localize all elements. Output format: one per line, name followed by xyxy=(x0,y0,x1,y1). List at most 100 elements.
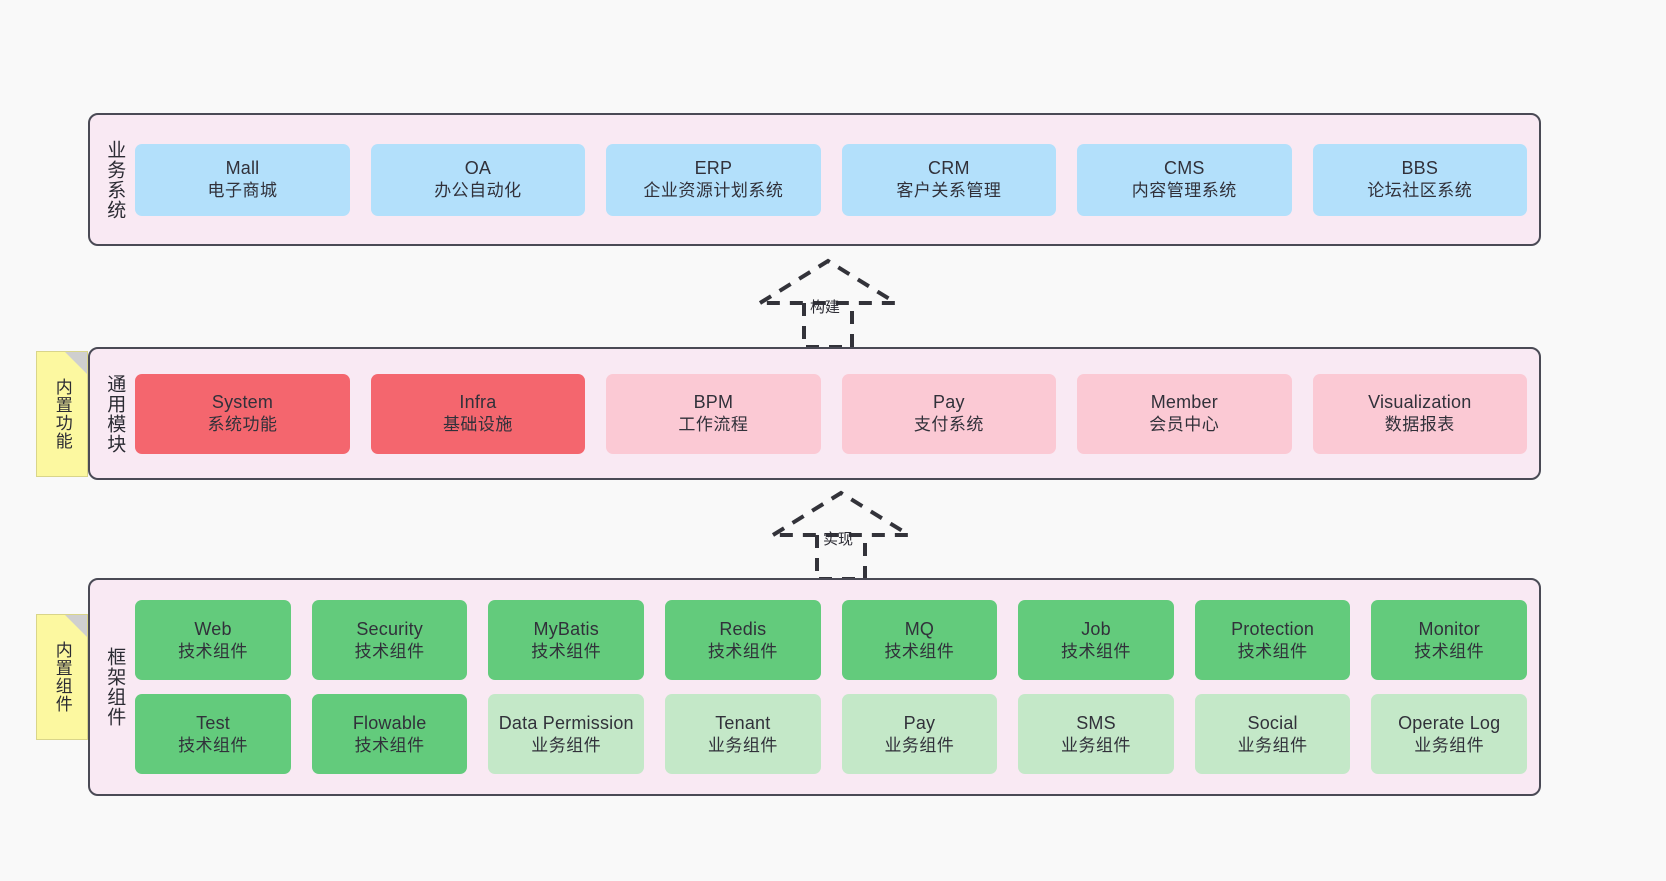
module-infra[interactable]: Infra 基础设施 xyxy=(370,373,586,454)
module-infra-en: Infra xyxy=(459,392,497,413)
component-security[interactable]: Security 技术组件 xyxy=(311,600,468,680)
component-job-en: Job xyxy=(1081,618,1111,639)
module-mall[interactable]: Mall 电子商城 xyxy=(135,143,350,216)
component-job[interactable]: Job 技术组件 xyxy=(1018,600,1174,680)
module-oa-en: OA xyxy=(464,158,492,179)
component-sms[interactable]: SMS 业务组件 xyxy=(1018,694,1174,774)
module-member-cn: 会员中心 xyxy=(1149,415,1220,435)
component-monitor-cn: 技术组件 xyxy=(1414,641,1485,661)
layer-common-title: 通用模块 xyxy=(104,373,126,454)
note-builtin-functions-text: 内置功能 xyxy=(52,378,72,450)
module-bpm-cn: 工作流程 xyxy=(678,415,749,435)
component-mq-en: MQ xyxy=(904,618,935,639)
module-bbs[interactable]: BBS 论坛社区系统 xyxy=(1312,143,1527,216)
component-operate-log[interactable]: Operate Log 业务组件 xyxy=(1371,694,1528,774)
module-mall-en: Mall xyxy=(225,158,260,179)
component-flowable-en: Flowable xyxy=(352,712,427,733)
component-security-cn: 技术组件 xyxy=(354,641,425,661)
module-infra-cn: 基础设施 xyxy=(442,415,513,435)
component-monitor-en: Monitor xyxy=(1418,618,1480,639)
component-operate-log-cn: 业务组件 xyxy=(1414,735,1485,755)
module-erp[interactable]: ERP 企业资源计划系统 xyxy=(606,143,821,216)
module-erp-en: ERP xyxy=(694,158,733,179)
component-pay-en: Pay xyxy=(903,712,936,733)
layer-framework-body: Web 技术组件 Security 技术组件 MyBatis 技术组件 Redi… xyxy=(131,580,1539,794)
component-data-permission-cn: 业务组件 xyxy=(531,735,602,755)
arrowhead-triangle-implement xyxy=(765,490,917,537)
component-tenant-en: Tenant xyxy=(715,712,771,733)
component-web[interactable]: Web 技术组件 xyxy=(135,600,291,680)
component-data-permission-en: Data Permission xyxy=(498,712,634,733)
module-pay-cn: 支付系统 xyxy=(913,415,984,435)
component-pay[interactable]: Pay 业务组件 xyxy=(841,694,998,774)
note-builtin-functions: 内置功能 xyxy=(36,351,88,477)
module-oa[interactable]: OA 办公自动化 xyxy=(370,143,586,216)
arrowhead-triangle-build xyxy=(752,258,904,305)
note-builtin-components-text: 内置组件 xyxy=(52,641,72,713)
component-tenant[interactable]: Tenant 业务组件 xyxy=(665,694,821,774)
module-crm-cn: 客户关系管理 xyxy=(896,181,1002,201)
note-builtin-components: 内置组件 xyxy=(36,614,88,740)
module-bpm[interactable]: BPM 工作流程 xyxy=(606,373,821,454)
component-mq-cn: 技术组件 xyxy=(884,641,955,661)
component-test-en: Test xyxy=(196,712,230,733)
layer-common-body: System 系统功能 Infra 基础设施 BPM 工作流程 Pay 支付系统… xyxy=(131,349,1539,478)
component-protection[interactable]: Protection 技术组件 xyxy=(1194,600,1351,680)
module-crm[interactable]: CRM 客户关系管理 xyxy=(841,143,1057,216)
component-sms-cn: 业务组件 xyxy=(1061,735,1132,755)
module-system-cn: 系统功能 xyxy=(207,415,278,435)
module-member[interactable]: Member 会员中心 xyxy=(1077,373,1292,454)
component-test[interactable]: Test 技术组件 xyxy=(135,694,291,774)
arrow-implement: 实现 xyxy=(765,489,925,581)
component-security-en: Security xyxy=(356,618,423,639)
module-pay-en: Pay xyxy=(933,392,965,413)
component-mybatis-en: MyBatis xyxy=(533,618,599,639)
component-sms-en: SMS xyxy=(1076,712,1116,733)
layer-business-title: 业务系统 xyxy=(104,139,126,220)
component-social-cn: 业务组件 xyxy=(1237,735,1308,755)
module-visualization-cn: 数据报表 xyxy=(1384,415,1455,435)
module-cms-en: CMS xyxy=(1164,158,1205,179)
module-visualization[interactable]: Visualization 数据报表 xyxy=(1312,373,1527,454)
arrow-build-label: 构建 xyxy=(810,299,841,316)
layer-framework-components: 框架组件 Web 技术组件 Security 技术组件 MyBatis 技术组件… xyxy=(88,578,1541,796)
component-redis[interactable]: Redis 技术组件 xyxy=(665,600,821,680)
module-bpm-en: BPM xyxy=(693,392,734,413)
component-test-cn: 技术组件 xyxy=(178,735,249,755)
component-protection-cn: 技术组件 xyxy=(1237,641,1308,661)
layer-common-modules: 通用模块 System 系统功能 Infra 基础设施 BPM 工作流程 Pay… xyxy=(88,347,1541,480)
note-fold-corner-icon xyxy=(65,352,87,374)
component-operate-log-en: Operate Log xyxy=(1398,712,1501,733)
component-social-en: Social xyxy=(1247,712,1298,733)
component-redis-en: Redis xyxy=(719,618,767,639)
component-monitor[interactable]: Monitor 技术组件 xyxy=(1371,600,1528,680)
module-cms-cn: 内容管理系统 xyxy=(1131,181,1237,201)
component-web-cn: 技术组件 xyxy=(178,641,249,661)
arrow-build: 构建 xyxy=(752,257,912,349)
component-pay-cn: 业务组件 xyxy=(884,735,955,755)
layer-framework-title: 框架组件 xyxy=(104,647,126,727)
component-data-permission[interactable]: Data Permission 业务组件 xyxy=(488,694,645,774)
module-pay[interactable]: Pay 支付系统 xyxy=(841,373,1057,454)
module-erp-cn: 企业资源计划系统 xyxy=(643,181,784,201)
component-job-cn: 技术组件 xyxy=(1061,641,1132,661)
component-social[interactable]: Social 业务组件 xyxy=(1194,694,1351,774)
module-bbs-en: BBS xyxy=(1401,158,1439,179)
note-fold-corner-icon xyxy=(65,615,87,637)
module-cms[interactable]: CMS 内容管理系统 xyxy=(1077,143,1292,216)
common-module-row: System 系统功能 Infra 基础设施 BPM 工作流程 Pay 支付系统… xyxy=(135,373,1527,454)
module-bbs-cn: 论坛社区系统 xyxy=(1367,181,1473,201)
framework-business-row: Test 技术组件 Flowable 技术组件 Data Permission … xyxy=(135,694,1528,774)
layer-business-systems: 业务系统 Mall 电子商城 OA 办公自动化 ERP 企业资源计划系统 CRM… xyxy=(88,113,1541,246)
component-flowable-cn: 技术组件 xyxy=(354,735,425,755)
component-mq[interactable]: MQ 技术组件 xyxy=(841,600,998,680)
component-protection-en: Protection xyxy=(1231,618,1315,639)
module-oa-cn: 办公自动化 xyxy=(434,181,522,201)
component-mybatis-cn: 技术组件 xyxy=(531,641,602,661)
component-mybatis[interactable]: MyBatis 技术组件 xyxy=(488,600,645,680)
component-flowable[interactable]: Flowable 技术组件 xyxy=(311,694,468,774)
framework-tech-row: Web 技术组件 Security 技术组件 MyBatis 技术组件 Redi… xyxy=(135,600,1528,680)
module-system[interactable]: System 系统功能 xyxy=(135,373,350,454)
module-mall-cn: 电子商城 xyxy=(207,181,278,201)
